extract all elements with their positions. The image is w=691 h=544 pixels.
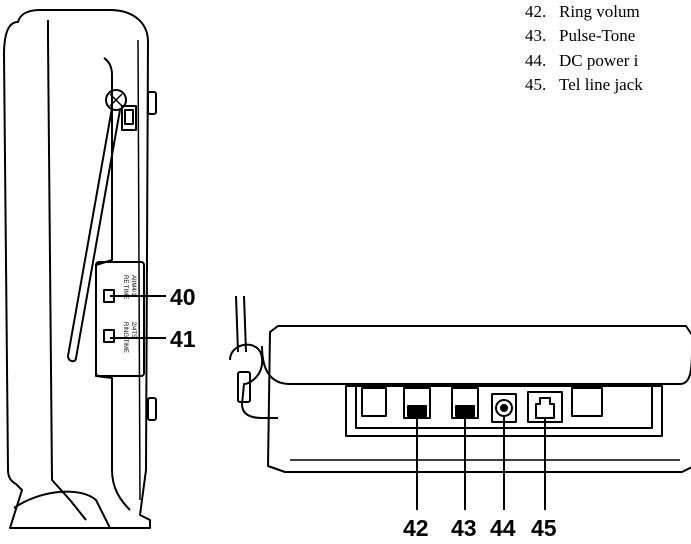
- switch-label-ret-time-sub: AIIM4/1: [130, 275, 136, 296]
- antenna-clip-inner: [124, 109, 134, 125]
- side-foot: [13, 490, 111, 529]
- back-body-outline: [267, 325, 691, 473]
- back-antenna-loop: [229, 343, 278, 419]
- back-view: [229, 295, 691, 473]
- callout-41: 41: [170, 326, 196, 352]
- callout-45: 45: [531, 515, 557, 541]
- switch-label-ret-time: RE TIME: [122, 275, 128, 299]
- antenna: [67, 107, 121, 363]
- legend-item-42: 42.Ring volum: [525, 2, 640, 21]
- ring-volume-switch: [407, 405, 427, 417]
- antenna-clip: [121, 105, 137, 131]
- callout-42: 42: [403, 515, 429, 541]
- side-body-outline: [3, 9, 151, 529]
- side-knob-bottom: [147, 397, 157, 421]
- antenna-pivot: [105, 89, 127, 111]
- side-view: [3, 9, 157, 529]
- tel-line-jack: [535, 397, 555, 419]
- legend-item-43: 43.Pulse-Tone: [525, 26, 636, 45]
- dc-jack-pin: [500, 404, 508, 412]
- callout-43: 43: [451, 515, 477, 541]
- side-inner-line: [47, 20, 87, 521]
- callout-44: 44: [490, 515, 516, 541]
- pulse-tone-switch: [455, 405, 475, 417]
- side-back-edge: [137, 39, 141, 501]
- legend-item-44: 44.DC power i: [525, 51, 639, 70]
- switch-label-ring-time-sub: 2/4TS: [130, 322, 136, 338]
- antenna-pivot-cross: [109, 93, 123, 107]
- blank-slot-left: [361, 387, 387, 417]
- callout-40: 40: [170, 284, 196, 310]
- switch-ring-time: [103, 329, 115, 343]
- back-antenna: [235, 295, 247, 353]
- legend-item-45: 45.Tel line jack: [525, 75, 643, 94]
- side-knob-top: [147, 91, 157, 115]
- parts-legend: 42.Ring volum 43.Pulse-Tone 44.DC power …: [525, 0, 691, 96]
- switch-panel: [95, 261, 145, 377]
- back-antenna-clip: [237, 371, 251, 403]
- back-body-top-band: [261, 345, 691, 385]
- blank-slot-right: [571, 387, 603, 417]
